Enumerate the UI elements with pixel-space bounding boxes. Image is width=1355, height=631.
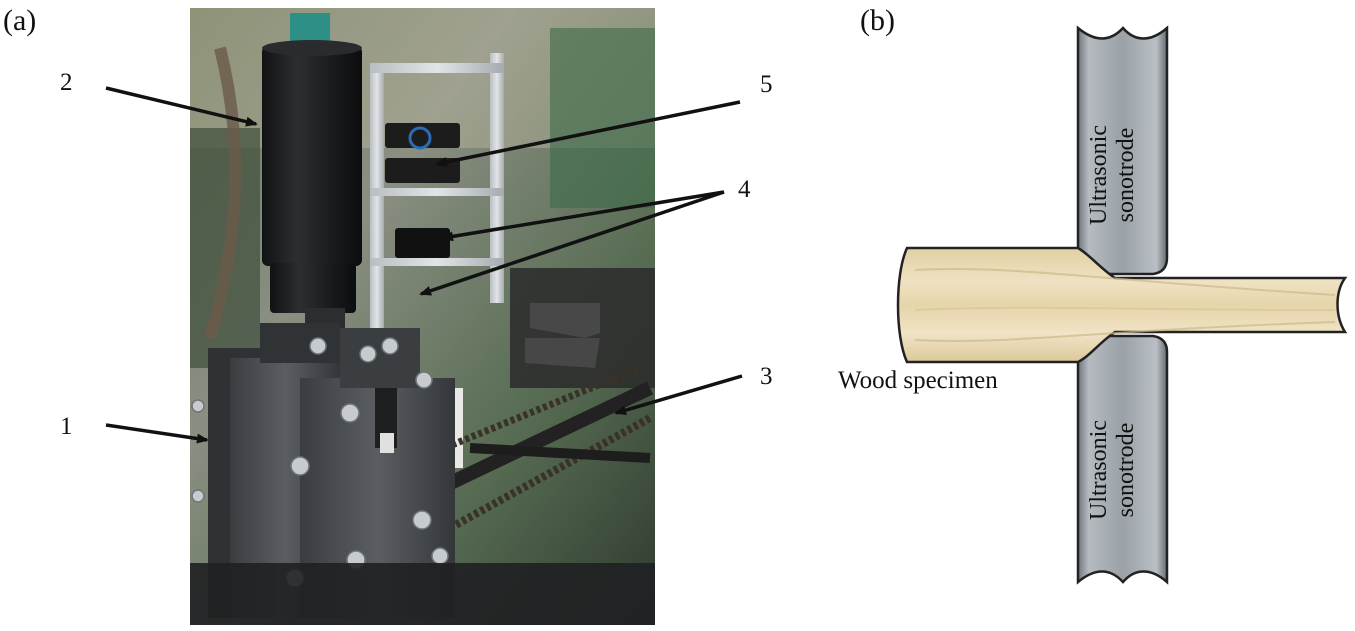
panel-b-label: (b) bbox=[860, 4, 895, 37]
sonotrode-bottom-line1: Ultrasonic bbox=[1086, 420, 1112, 520]
callout-5: 5 bbox=[760, 71, 773, 98]
sonotrode-top-line1: Ultrasonic bbox=[1086, 125, 1112, 225]
callout-1: 1 bbox=[60, 413, 73, 440]
wood-specimen-label: Wood specimen bbox=[838, 367, 998, 394]
panel-a-label: (a) bbox=[3, 4, 37, 37]
sonotrode-bottom-label: Ultrasonic sonotrode bbox=[1086, 385, 1146, 555]
callout-4: 4 bbox=[738, 176, 751, 203]
sonotrode-top-label: Ultrasonic sonotrode bbox=[1086, 90, 1146, 260]
wood-specimen-shape bbox=[896, 246, 1348, 364]
sonotrode-bottom-line2: sonotrode bbox=[1113, 422, 1139, 518]
sonotrode-top-line2: sonotrode bbox=[1113, 127, 1139, 223]
schematic-drawing bbox=[896, 25, 1348, 585]
sonotrode-schematic bbox=[895, 10, 1355, 610]
callout-3: 3 bbox=[760, 363, 773, 390]
apparatus-photo bbox=[190, 8, 655, 625]
apparatus-illustration bbox=[190, 8, 655, 625]
callout-2: 2 bbox=[60, 69, 73, 96]
